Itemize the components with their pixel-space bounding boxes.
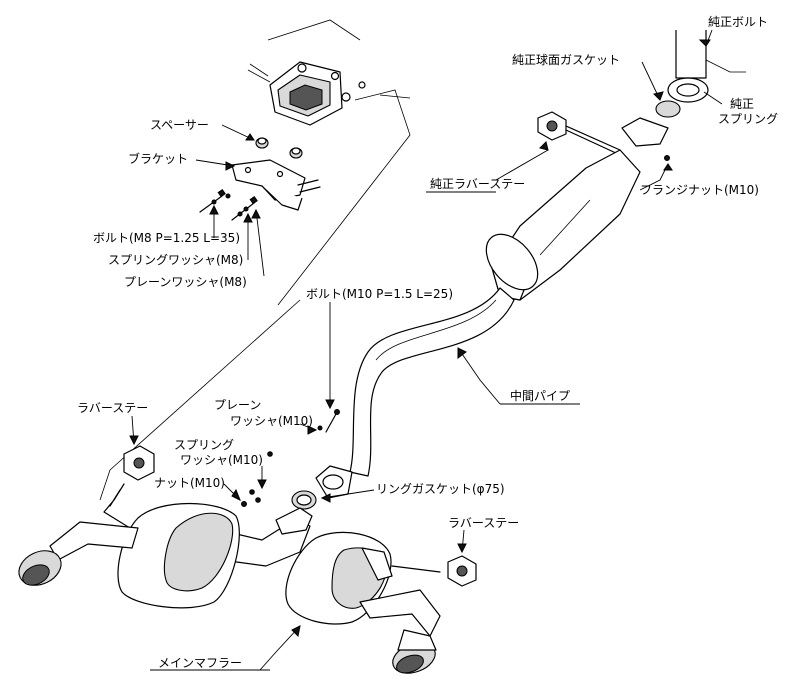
- main-muffler-drawing: [18, 445, 477, 674]
- label-bracket: ブラケット: [128, 152, 189, 166]
- label-spring-washer-m10-line2: ワッシャ(M10): [180, 453, 263, 467]
- label-oem-spring-line1: 純正: [730, 97, 755, 111]
- leader-center-pipe: [457, 347, 501, 405]
- leader-main-muffler: [259, 625, 301, 671]
- label-ring-gasket: リングガスケット(φ75): [376, 482, 505, 496]
- spacer-parts: [255, 137, 303, 159]
- body-mount-block: [269, 61, 366, 126]
- leader-plain-washer-m8: [255, 209, 265, 277]
- inlet-flange: [621, 117, 669, 147]
- bracket-part: [231, 159, 321, 211]
- center-pipe-body: [349, 287, 515, 477]
- left-rubber-stay-part: [103, 445, 155, 529]
- inset-guide-line: [99, 299, 301, 501]
- leader-oem-spring: [703, 91, 723, 105]
- center-pipe-drawing: [241, 30, 746, 510]
- label-bolt-m10: ボルト(M10 P=1.5 L=25): [306, 287, 454, 301]
- label-main-muffler: メインマフラー: [158, 656, 243, 670]
- oem-rubber-stay-part: [537, 111, 621, 155]
- right-hanger: [361, 547, 393, 581]
- label-rubber-stay-right: ラバーステー: [448, 516, 520, 530]
- label-plain-washer-m8: プレーンワッシャ(M8): [124, 275, 247, 289]
- inset-frame-right: [277, 89, 411, 306]
- bolts-m8: [199, 188, 258, 221]
- washers-m10-part: [267, 451, 273, 457]
- flange-nut-part: [664, 155, 670, 161]
- label-bolt-m8: ボルト(M8 P=1.25 L=35): [93, 231, 241, 245]
- leader-oem-rubber-stay: [495, 149, 549, 181]
- label-spring-washer-m10-line1: スプリング: [174, 438, 235, 452]
- leader-lines: [129, 29, 723, 671]
- label-flange-nut: フランジナット(M10): [640, 183, 759, 197]
- label-oem-spring-line2: スプリング: [718, 112, 779, 126]
- inset-frame-mark: [379, 94, 411, 99]
- label-spacer: スペーサー: [150, 118, 209, 132]
- label-rubber-stay-left: ラバーステー: [77, 401, 149, 415]
- label-center-pipe: 中間パイプ: [510, 389, 571, 403]
- spherical-gasket-part: [655, 100, 681, 118]
- label-plain-washer-m10-line2: ワッシャ(M10): [230, 414, 313, 428]
- label-plain-washer-m10-line1: プレーン: [214, 398, 262, 412]
- bolt-m10-part: [325, 413, 337, 433]
- label-spring-washer-m8: スプリングワッシャ(M8): [108, 253, 244, 267]
- oem-pipe-stub: [675, 30, 707, 79]
- right-rubber-stay-part: [447, 555, 477, 587]
- bracket-inset: [99, 19, 411, 501]
- leader-ring-gasket: [321, 489, 375, 499]
- label-oem-spherical-gasket: 純正球面ガスケット: [512, 53, 621, 67]
- label-oem-bolt: 純正ボルト: [708, 15, 769, 29]
- oem-pipe-line: [705, 59, 746, 73]
- label-nut-m10: ナット(M10): [154, 476, 225, 490]
- inset-frame-edge: [247, 63, 271, 83]
- label-oem-rubber-stay: 純正ラバーステー: [430, 177, 526, 191]
- inset-frame-top: [267, 19, 361, 41]
